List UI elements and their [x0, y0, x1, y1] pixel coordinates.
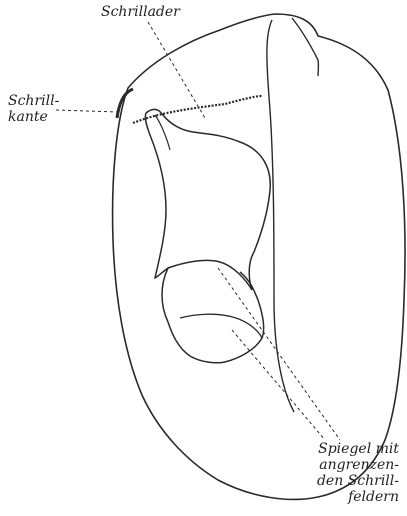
top-fold-line [292, 18, 318, 76]
label-spiegel: Spiegel mit angrenzen- den Schrill- feld… [317, 441, 399, 505]
wing-outline [113, 14, 405, 499]
label-spiegel-line-2: angrenzen- [317, 457, 399, 473]
label-schrillkante: Schrill- kante [8, 93, 59, 125]
label-schrillkante-line-2: kante [8, 109, 59, 125]
leader-spiegel-1 [218, 268, 340, 440]
leader-schrillkante [56, 110, 118, 112]
label-spiegel-line-1: Spiegel mit [317, 441, 399, 457]
dorsal-fold-line [267, 20, 294, 412]
mirror-lower-division [180, 314, 262, 338]
leader-spiegel-2 [232, 330, 325, 440]
label-schrillader: Schrillader [101, 4, 180, 20]
mirror-upper-lobe [145, 109, 270, 290]
label-spiegel-line-4: feldern [317, 489, 399, 505]
label-spiegel-line-3: den Schrill- [317, 473, 399, 489]
label-schrillkante-line-1: Schrill- [8, 93, 59, 109]
mirror-lower-lobe [162, 268, 264, 363]
leader-schrillader [148, 22, 205, 118]
scraper-edge [117, 89, 133, 118]
